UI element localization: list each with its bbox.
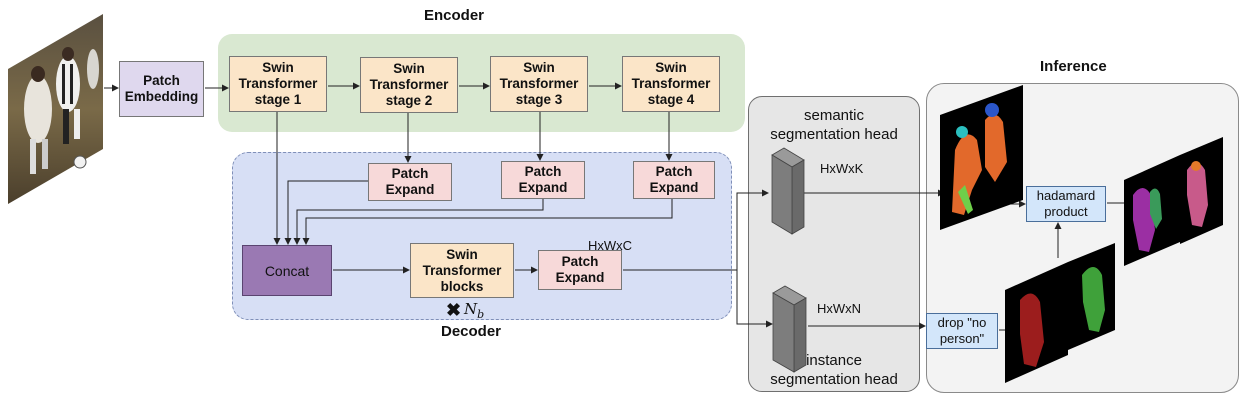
swin-stage-1-box: Swin Transformer stage 1 [229,56,327,112]
semantic-mask-image [940,85,1023,230]
decoder-title: Decoder [441,323,502,340]
semantic-dim-label: HxWxK [820,161,864,176]
semantic-head-label: semantic segmentation head [770,107,898,143]
nb-symbol: N [464,300,478,318]
arrow-expand1-to-concat [284,180,368,245]
output-dim-label: HxWxC [588,238,633,253]
swin-stage-4-box: Swin Transformer stage 4 [622,56,720,112]
concat-box: Concat [242,245,332,296]
drop-no-person-box: drop "no person" [926,313,998,349]
hadamard-product-box: hadamard product [1026,186,1106,222]
times-icon: ✖ [446,300,462,320]
input-image [8,14,103,204]
patch-expand-box-1: Patch Expand [368,163,452,201]
arrow-expand2-to-concat [293,199,544,245]
instance-mask-images [1005,243,1115,383]
semantic-head-block [771,147,805,235]
nb-label: Nb [464,300,484,321]
nb-subscript: b [477,308,485,321]
swin-stage-3-box: Swin Transformer stage 3 [490,56,588,112]
output-mask-images [1124,137,1223,266]
encoder-title: Encoder [424,7,485,24]
instance-dim-label: HxWxN [817,301,862,316]
swin-blocks-box: Swin Transformer blocks [410,243,514,298]
patch-expand-box-3: Patch Expand [633,161,715,199]
swin-stage-2-box: Swin Transformer stage 2 [360,57,458,113]
patch-expand-box-2: Patch Expand [501,161,585,199]
inference-title: Inference [1040,58,1107,75]
instance-head-label: instance segmentation head [770,352,898,388]
instance-head-block [772,285,807,373]
patch-expand-box-4: Patch Expand [538,250,622,290]
arrow-to-semantic-head [623,189,769,271]
arrow-to-instance-head [736,270,773,328]
patch-embedding-box: Patch Embedding [119,61,204,117]
arrow-expand3-to-concat [302,199,673,245]
